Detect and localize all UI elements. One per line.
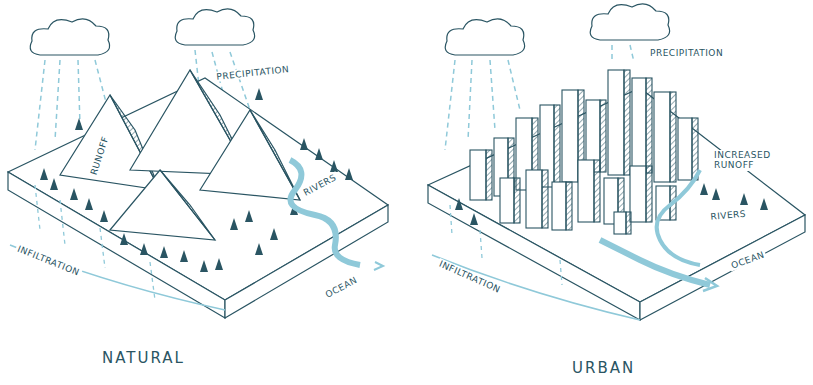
process-label: INFILTRATION bbox=[436, 258, 504, 296]
feature-label: OCEAN bbox=[728, 249, 768, 272]
feature-label: RIVERS bbox=[708, 209, 748, 223]
process-label: PRECIPITATION bbox=[214, 64, 292, 82]
natural-scene bbox=[8, 9, 388, 318]
process-label: PRECIPITATION bbox=[648, 48, 725, 58]
feature-label: OCEAN bbox=[322, 274, 361, 301]
feature-label: RIVERS bbox=[300, 171, 340, 199]
process-label: INCREASED RUNOFF bbox=[712, 150, 778, 171]
panel-title: URBAN bbox=[570, 360, 637, 377]
panel-title: NATURAL bbox=[100, 350, 187, 367]
urban-scene bbox=[428, 4, 805, 320]
process-label: RUNOFF bbox=[88, 133, 111, 178]
process-label: INFILTRATION bbox=[14, 243, 83, 279]
